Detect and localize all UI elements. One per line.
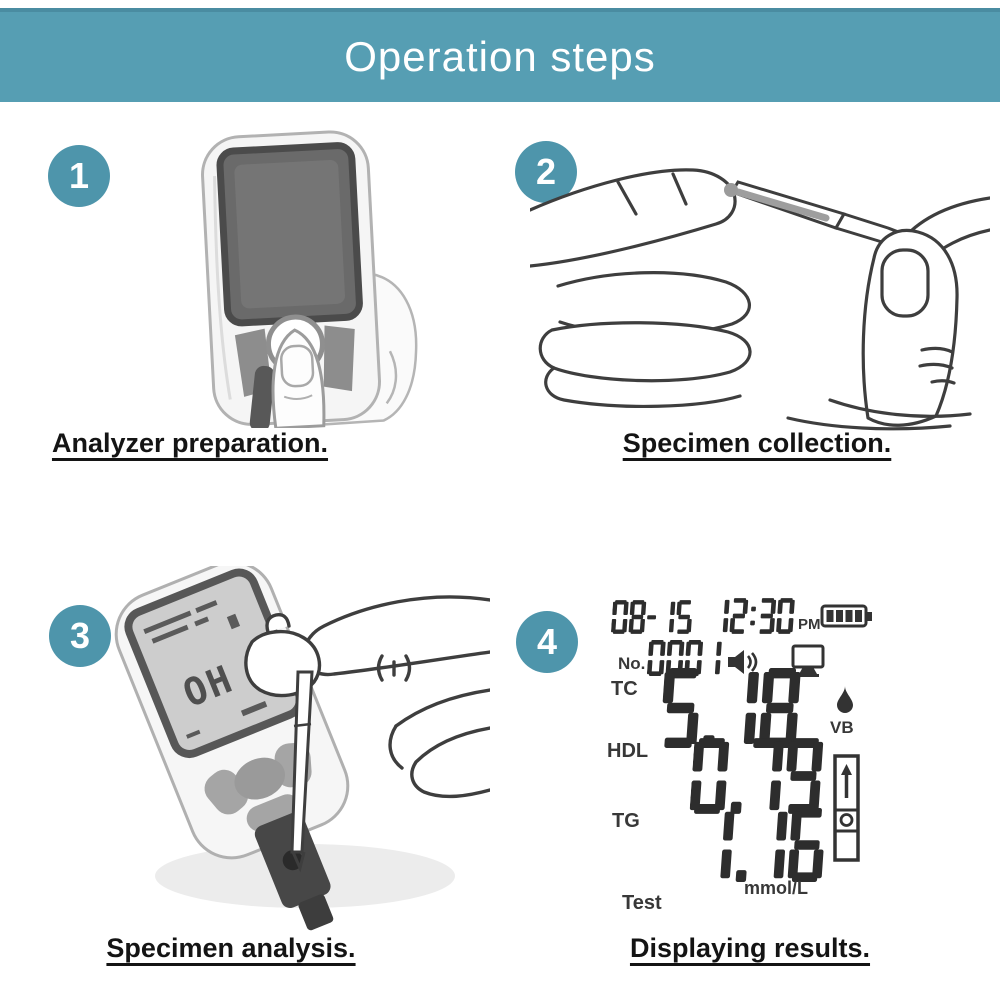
step-1-caption: Analyzer preparation. bbox=[51, 428, 329, 458]
test-strip-icon bbox=[833, 754, 860, 862]
lcd-record-label: No. bbox=[618, 654, 646, 673]
lcd-row-tg-label: TG bbox=[612, 810, 640, 832]
results-display: PM No. TC VB HDL bbox=[596, 592, 888, 937]
thumb-outline bbox=[861, 228, 959, 427]
finger-outline bbox=[530, 168, 737, 268]
lcd-row-hdl-label: HDL bbox=[607, 740, 649, 762]
lcd-meridiem: PM bbox=[798, 616, 821, 633]
dropper-tube bbox=[290, 670, 314, 873]
lcd-mode: Test bbox=[622, 892, 662, 914]
step-2-number: 2 bbox=[535, 151, 557, 192]
step-4-caption: Displaying results. bbox=[629, 933, 871, 963]
lcd-date bbox=[611, 600, 696, 634]
page-title: Operation steps bbox=[344, 33, 656, 80]
step-1-number: 1 bbox=[68, 155, 90, 196]
step-2-illustration bbox=[530, 168, 990, 431]
battery-icon bbox=[820, 604, 872, 628]
step-3-badge: 3 bbox=[49, 605, 111, 667]
lcd-side-label: VB bbox=[830, 718, 854, 737]
lcd-row-tc-value bbox=[662, 668, 808, 748]
strip-slot bbox=[249, 365, 275, 428]
step-3-number: 3 bbox=[69, 615, 91, 656]
step-2-caption: Specimen collection. bbox=[622, 428, 892, 458]
header-banner: Operation steps bbox=[0, 8, 1000, 102]
step-4-number: 4 bbox=[536, 621, 558, 662]
index-finger bbox=[302, 595, 490, 677]
lcd-time bbox=[712, 598, 798, 634]
step-2-badge: 2 bbox=[515, 141, 577, 203]
lcd-unit: mmol/L bbox=[744, 878, 809, 898]
lcd-row-tc-label: TC bbox=[611, 678, 638, 700]
step-1-illustration bbox=[201, 130, 418, 428]
step-3-caption: Specimen analysis. bbox=[106, 933, 356, 963]
ok-button bbox=[234, 757, 285, 800]
blood-drop-icon bbox=[837, 686, 853, 713]
monitor-icon bbox=[791, 644, 825, 677]
step-1-badge: 1 bbox=[48, 145, 110, 207]
step-3-illustration: OH bbox=[114, 566, 490, 931]
step-4-badge: 4 bbox=[516, 611, 578, 673]
lcd-row-tg-value bbox=[698, 808, 833, 882]
speaker-icon bbox=[728, 650, 758, 674]
blood-sample bbox=[734, 188, 830, 222]
lcd-row-hdl-value bbox=[689, 738, 830, 814]
